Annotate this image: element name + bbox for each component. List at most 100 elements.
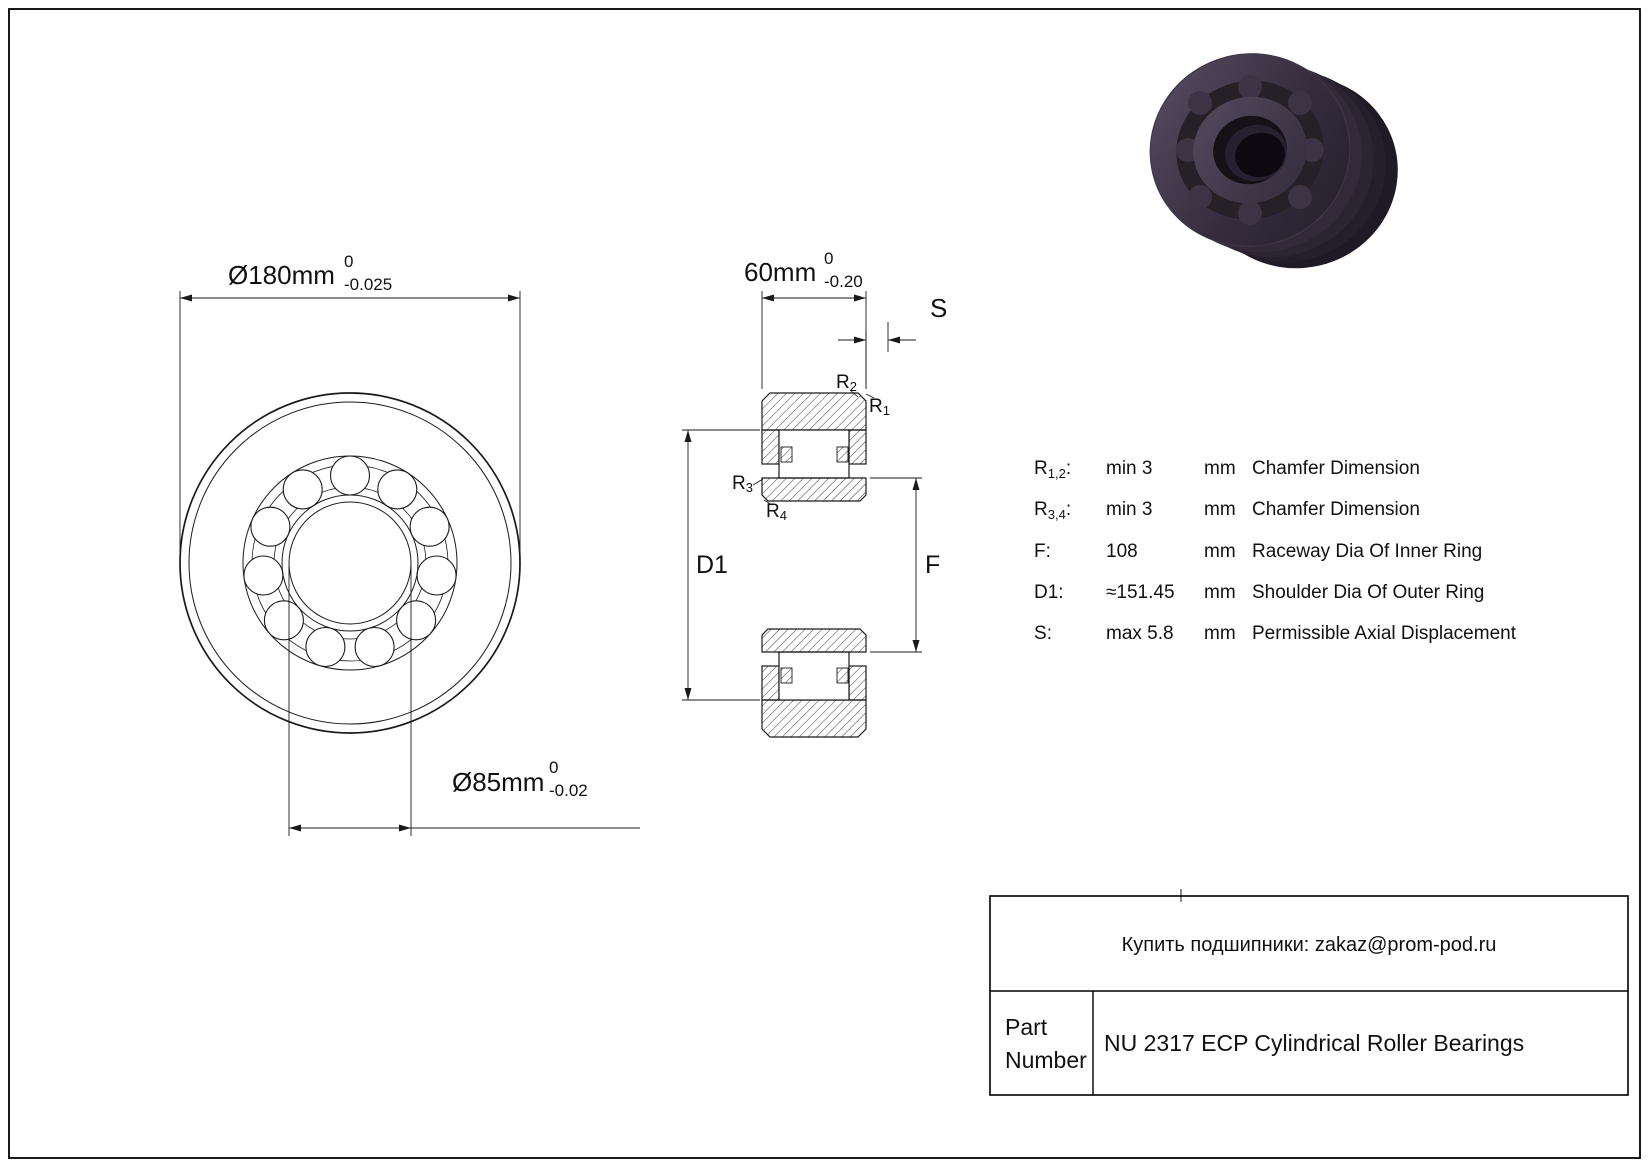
roller — [396, 600, 437, 641]
section-view — [761, 392, 867, 738]
dim-bore-diameter: Ø85mm 0 -0.02 — [288, 566, 640, 836]
outer-ring-face-circle — [188, 401, 512, 725]
bearing-3d-render — [1149, 53, 1398, 269]
spec-param: S: — [1034, 623, 1052, 644]
dim-d1: D1 — [682, 429, 760, 701]
page-border — [8, 8, 1641, 1159]
part-number-label-line1: Part — [1005, 1014, 1048, 1040]
bore-diameter-label: Ø85mm — [452, 767, 544, 797]
roller — [1288, 91, 1312, 115]
part-number-value: NU 2317 ECP Cylindrical Roller Bearings — [1104, 1030, 1524, 1056]
dim-width: 60mm 0 -0.20 — [744, 249, 867, 389]
r2-label: R2 — [836, 372, 857, 394]
roller — [263, 600, 304, 641]
cage-section — [836, 446, 849, 463]
part-number-label-line2: Number — [1005, 1047, 1087, 1073]
arrowhead — [854, 294, 866, 302]
roller — [250, 506, 291, 547]
chamfer-labels: R2 R1 R3 R4 — [732, 372, 890, 523]
spec-value: max 5.8 — [1106, 623, 1174, 644]
arrowhead — [180, 294, 192, 302]
leader-line — [865, 393, 875, 399]
spec-desc: Shoulder Dia Of Outer Ring — [1252, 582, 1484, 603]
bore-hole — [1235, 132, 1285, 178]
width-tol-lower: -0.20 — [824, 272, 863, 291]
arrowhead — [508, 294, 520, 302]
bore-diameter-tol-upper: 0 — [549, 758, 558, 777]
s-label: S — [930, 293, 947, 323]
outer-ring-top-section — [761, 392, 867, 431]
outer-diameter-circle — [179, 392, 521, 734]
outer-ring-bottom-section — [761, 699, 867, 738]
spec-param: D1: — [1034, 582, 1064, 603]
rim-highlight — [1149, 53, 1351, 247]
roller — [377, 469, 418, 510]
arrowhead — [762, 294, 774, 302]
d1-label: D1 — [696, 551, 728, 579]
spec-param: R3,4: — [1034, 499, 1071, 522]
inner-ring-top-section — [761, 477, 867, 502]
roller — [329, 455, 371, 496]
roller — [1238, 201, 1262, 225]
spec-param: F: — [1034, 541, 1051, 562]
r1-label: R1 — [869, 396, 890, 418]
leader-line — [849, 389, 859, 398]
spec-row: S: max 5.8 mm Permissible Axial Displace… — [1034, 623, 1517, 644]
r3-label: R3 — [732, 473, 753, 495]
spec-row: R1,2: min 3 mm Chamfer Dimension — [1034, 458, 1420, 481]
inner-raceway-circle — [281, 494, 419, 632]
cage-section — [836, 667, 849, 684]
roller — [243, 555, 284, 596]
spec-desc: Raceway Dia Of Inner Ring — [1252, 541, 1482, 562]
outer-diameter-tol-lower: -0.025 — [344, 275, 392, 294]
outer-ring-flange — [848, 665, 867, 701]
spec-value: ≈151.45 — [1106, 582, 1175, 603]
roller — [1238, 75, 1262, 99]
spec-unit: mm — [1204, 623, 1236, 644]
arrowhead — [684, 688, 692, 700]
spec-unit: mm — [1204, 458, 1236, 479]
title-block-border — [989, 895, 1629, 1096]
roller — [1188, 91, 1212, 115]
roller — [282, 469, 323, 510]
bore-circle — [288, 501, 412, 625]
spec-value: 108 — [1106, 541, 1138, 562]
outer-ring-flange — [848, 429, 867, 465]
f-label: F — [925, 551, 940, 579]
roller — [1288, 185, 1312, 209]
spec-value: min 3 — [1106, 458, 1152, 479]
arrowhead — [684, 430, 692, 442]
arrowhead — [912, 478, 920, 490]
spec-unit: mm — [1204, 541, 1236, 562]
outer-diameter-tol-upper: 0 — [344, 252, 353, 271]
width-tol-upper: 0 — [824, 249, 833, 268]
spec-value: min 3 — [1106, 499, 1152, 520]
spec-row: D1: ≈151.45 mm Shoulder Dia Of Outer Rin… — [1034, 582, 1484, 603]
roller-set — [243, 455, 457, 668]
dim-f: F — [870, 477, 940, 653]
spec-param: R1,2: — [1034, 458, 1071, 481]
spec-table: R1,2: min 3 mm Chamfer Dimension R3,4: m… — [1034, 458, 1517, 644]
dim-outer-diameter: Ø180mm 0 -0.025 — [179, 252, 521, 556]
spec-unit: mm — [1204, 582, 1236, 603]
roller — [409, 506, 450, 547]
render-rollers — [1176, 75, 1324, 225]
dim-s: S — [838, 293, 947, 388]
spec-unit: mm — [1204, 499, 1236, 520]
spec-desc: Chamfer Dimension — [1252, 458, 1420, 479]
arrowhead — [854, 336, 866, 344]
outer-ring-flange — [761, 429, 780, 465]
spec-desc: Chamfer Dimension — [1252, 499, 1420, 520]
front-view — [179, 392, 521, 734]
spec-row: F: 108 mm Raceway Dia Of Inner Ring — [1034, 541, 1482, 562]
arrowhead — [912, 640, 920, 652]
roller — [416, 555, 457, 596]
arrowhead — [399, 824, 411, 832]
bore-diameter-tol-lower: -0.02 — [549, 781, 588, 800]
arrowhead — [888, 336, 900, 344]
outer-diameter-label: Ø180mm — [228, 260, 335, 290]
width-label: 60mm — [744, 257, 816, 287]
contact-email-text: Купить подшипники: zakaz@prom-pod.ru — [1122, 934, 1497, 956]
